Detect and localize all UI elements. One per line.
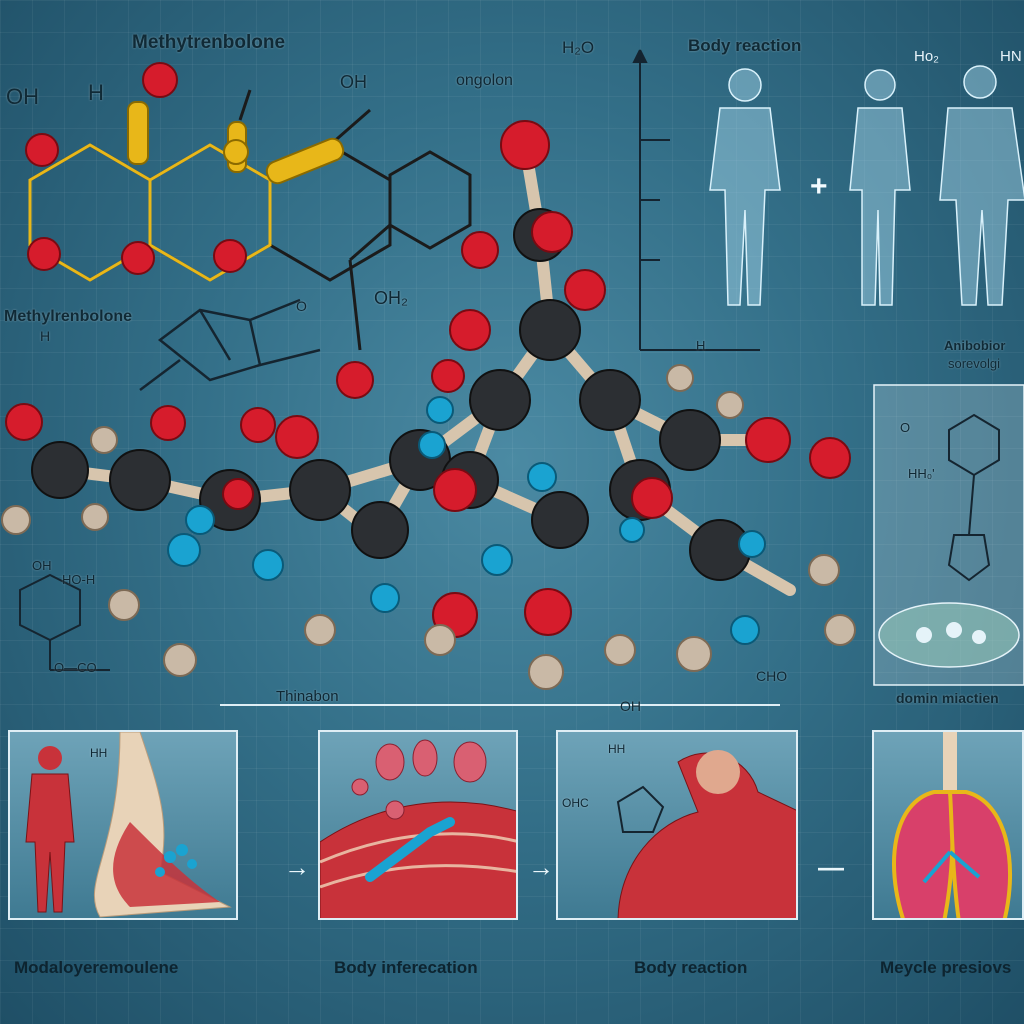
hh-panel3: HH: [608, 742, 626, 756]
oh-center-label: OH: [620, 698, 641, 714]
panel-body-inferecation: [318, 730, 518, 920]
domin-label: domin miactien: [896, 690, 999, 706]
scale-bar: [632, 49, 760, 351]
oh-top-right-label: OH: [340, 72, 367, 92]
anabolic-label-1: Anibobior: [944, 338, 1006, 353]
top-right-title: Body reaction: [688, 36, 802, 55]
panel-meycle-presiovs: [872, 730, 1024, 920]
left-title: Methylrenbolone: [4, 308, 133, 325]
arrow-3: —: [818, 852, 844, 882]
h-small-label: H: [40, 328, 51, 344]
structure-top-left: [25, 62, 472, 351]
h-scale-label: H: [696, 338, 706, 353]
ohc-panel3: OHC: [562, 796, 589, 810]
panel-modaloyeremoulene: [8, 730, 238, 920]
arrow-2: →: [528, 852, 554, 882]
structure-lower-left: [19, 573, 110, 671]
anabolic-label-2: sorevolgi: [948, 356, 1001, 371]
caption-panel-4: Meycle presiovs: [880, 958, 1012, 977]
caption-panel-2: Body inferecation: [334, 958, 478, 977]
top-mid-label: ongolon: [456, 72, 513, 89]
cho-label: CHO: [756, 668, 788, 684]
oh-lower-left: OH: [32, 558, 52, 573]
connector-line: [220, 704, 780, 706]
caption-panel-1: Modaloyeremoulene: [14, 958, 179, 977]
oh2-label: OH₂: [374, 288, 408, 308]
arrow-1: →: [284, 852, 310, 882]
hho-label: HH₀': [908, 466, 935, 481]
molecule-model-icon: [1, 120, 856, 690]
panel-body-reaction: [556, 730, 798, 920]
structure-mid-left: [139, 298, 321, 391]
n-label: O: [296, 298, 307, 314]
h-label: H: [88, 80, 104, 105]
hn-label: HN: [1000, 48, 1022, 65]
plus-icon: +: [810, 170, 828, 203]
o-label-right: O: [900, 420, 911, 435]
ho2-label: Ho₂: [914, 48, 939, 65]
ho-lower-left: HO-H: [62, 572, 96, 587]
thinabon-label: Thinabon: [276, 688, 339, 705]
oco-label: O—CO: [54, 660, 97, 675]
oh-label: OH: [6, 84, 39, 109]
h2o-label: H₂O: [562, 38, 595, 57]
caption-panel-3: Body reaction: [634, 958, 748, 977]
cell-diagram: [873, 384, 1024, 686]
hh-panel1: HH: [90, 746, 108, 760]
main-title: Methytrenbolone: [132, 32, 286, 53]
human-anatomy-icon: [709, 65, 1024, 306]
